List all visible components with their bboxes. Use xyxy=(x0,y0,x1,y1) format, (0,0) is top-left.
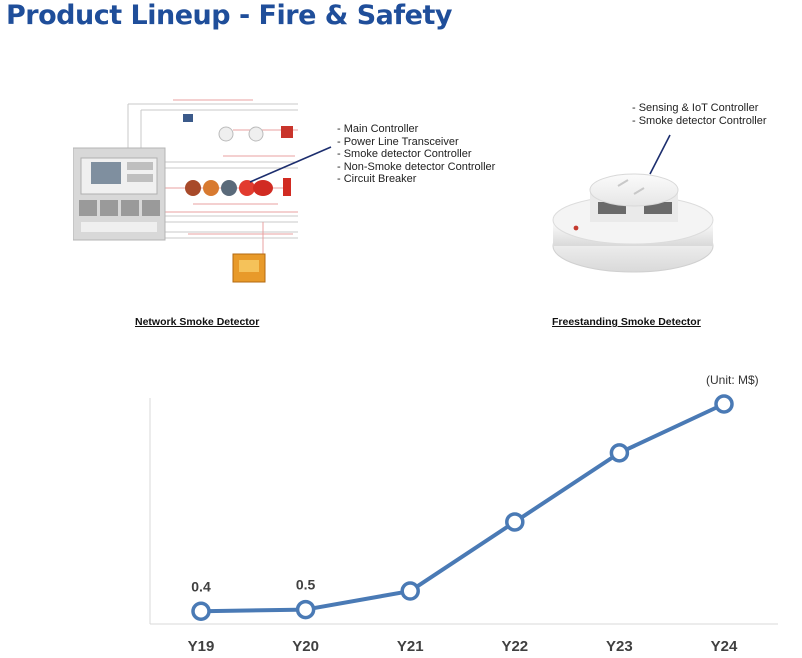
freestanding-caption: Freestanding Smoke Detector xyxy=(552,316,701,328)
x-tick-label-y23: Y23 xyxy=(606,638,633,655)
data-point-y23 xyxy=(609,443,630,463)
field-devices xyxy=(185,178,291,196)
pump-box xyxy=(232,253,266,283)
data-point-y20 xyxy=(295,599,316,620)
control-panel xyxy=(73,147,166,241)
data-point-y22 xyxy=(505,512,525,532)
feature-item: - Main Controller xyxy=(337,123,419,135)
series-line xyxy=(200,402,725,614)
x-tick-label-y21: Y21 xyxy=(397,638,424,655)
feature-item: - Power Line Transceiver xyxy=(337,135,459,148)
data-label-y20: 0.5 xyxy=(296,577,316,593)
network-feature-list: - Main Controller - Power Line Transceiv… xyxy=(337,123,495,186)
data-point-y21 xyxy=(400,581,420,601)
feature-item: - Smoke detector Controller xyxy=(337,148,472,161)
network-caption: Network Smoke Detector xyxy=(135,316,260,328)
feature-item: - Circuit Breaker xyxy=(337,173,417,186)
network-diagram-illustration xyxy=(73,99,298,283)
data-label-y19: 0.4 xyxy=(191,578,211,594)
wiring-lines xyxy=(127,103,298,239)
smoke-detector-illustration xyxy=(552,173,714,273)
feature-item: - Sensing & IoT Controller xyxy=(632,102,759,114)
x-tick-label-y20: Y20 xyxy=(292,638,319,655)
page-title: Product Lineup - Fire & Safety xyxy=(6,0,452,31)
x-tick-label-y19: Y19 xyxy=(188,638,215,655)
data-point-y24 xyxy=(714,394,734,414)
chart-unit-label: (Unit: M$) xyxy=(706,373,759,387)
freestanding-feature-list: - Sensing & IoT Controller - Smoke detec… xyxy=(632,102,767,127)
x-tick-label-y22: Y22 xyxy=(501,638,528,655)
feature-item: - Non-Smoke detector Controller xyxy=(337,160,496,173)
x-tick-label-y24: Y24 xyxy=(711,638,738,655)
data-point-y19 xyxy=(191,601,211,622)
feature-item: - Smoke detector Controller xyxy=(632,114,767,127)
ceiling-devices xyxy=(183,114,293,142)
